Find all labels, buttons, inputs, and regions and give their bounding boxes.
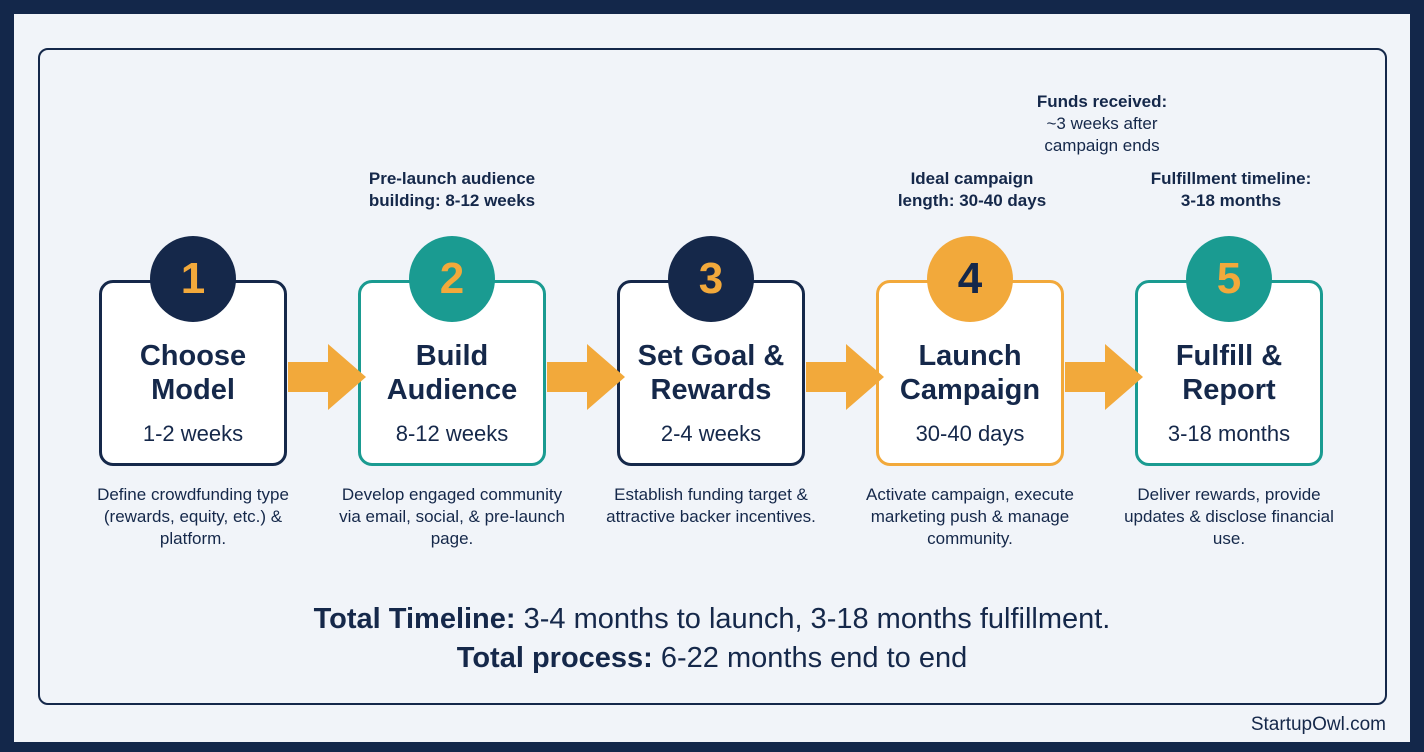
- step-card-2: Build Audience 8-12 weeks: [358, 280, 546, 466]
- note-fulfillment: Fulfillment timeline: 3-18 months: [1111, 168, 1351, 212]
- step-3-title: Set Goal & Rewards: [637, 340, 785, 406]
- total-process-label: Total process:: [456, 642, 653, 674]
- arrow-right-icon: [547, 344, 625, 410]
- arrow-right-icon: [288, 344, 366, 410]
- note-fulfillment-line2: 3-18 months: [1180, 191, 1282, 210]
- note-prelaunch-line2: building: 8-12 weeks: [368, 191, 536, 210]
- step-1-title: Choose Model: [139, 340, 247, 406]
- brand-label: StartupOwl.com: [1250, 714, 1386, 735]
- total-process: Total process: 6-22 months end to end: [14, 640, 1410, 676]
- step-4-title: Launch Campaign: [899, 340, 1041, 406]
- step-2-duration: 8-12 weeks: [395, 421, 509, 446]
- total-timeline-label: Total Timeline:: [313, 603, 516, 635]
- step-4-description: Activate campaign, execute marketing pus…: [866, 485, 1074, 548]
- note-campaign-line1: Ideal campaign: [910, 169, 1034, 188]
- step-4-duration: 30-40 days: [915, 421, 1025, 446]
- step-5-title: Fulfill & Report: [1175, 340, 1283, 406]
- step-5-description: Deliver rewards, provide updates & discl…: [1124, 485, 1334, 548]
- note-prelaunch: Pre-launch audience building: 8-12 weeks: [332, 168, 572, 212]
- note-campaign: Ideal campaign length: 30-40 days: [852, 168, 1092, 212]
- note-prelaunch-line1: Pre-launch audience: [368, 169, 536, 188]
- step-1-description: Define crowdfunding type (rewards, equit…: [97, 485, 289, 548]
- step-2-number-badge: 2: [409, 236, 495, 322]
- note-funds: Funds received: ~3 weeks after campaign …: [982, 91, 1222, 157]
- step-5-number-badge: 5: [1186, 236, 1272, 322]
- step-3-number-badge: 3: [668, 236, 754, 322]
- note-campaign-line2: length: 30-40 days: [897, 191, 1047, 210]
- content-frame: [38, 48, 1387, 705]
- step-1-duration: 1-2 weeks: [142, 421, 244, 446]
- step-5-duration: 3-18 months: [1167, 421, 1291, 446]
- note-funds-line2: campaign ends: [1044, 136, 1160, 155]
- step-3-description: Establish funding target & attractive ba…: [606, 485, 816, 526]
- note-fulfillment-line1: Fulfillment timeline:: [1150, 169, 1312, 188]
- infographic-canvas: Pre-launch audience building: 8-12 weeks…: [14, 14, 1410, 742]
- step-4-number-badge: 4: [927, 236, 1013, 322]
- note-funds-line1: ~3 weeks after: [1046, 114, 1158, 133]
- arrow-right-icon: [1065, 344, 1143, 410]
- arrow-right-icon: [806, 344, 884, 410]
- total-process-value: 6-22 months end to end: [652, 642, 968, 674]
- step-2-description: Develop engaged community via email, soc…: [339, 485, 565, 548]
- step-2-title: Build Audience: [386, 340, 518, 406]
- step-card-3: Set Goal & Rewards 2-4 weeks: [617, 280, 805, 466]
- step-3-duration: 2-4 weeks: [660, 421, 762, 446]
- step-1-number-badge: 1: [150, 236, 236, 322]
- total-timeline: Total Timeline: 3-4 months to launch, 3-…: [14, 601, 1410, 637]
- note-funds-title: Funds received:: [1036, 92, 1168, 111]
- total-timeline-value: 3-4 months to launch, 3-18 months fulfil…: [515, 603, 1111, 635]
